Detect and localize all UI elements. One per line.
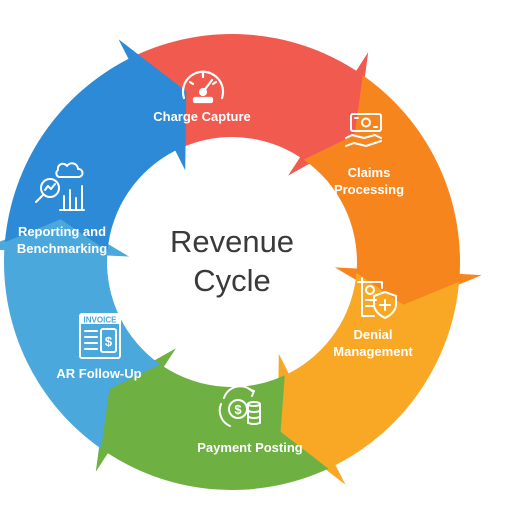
medical-document-shield-icon [357,277,397,319]
stage-label-claims-line1: Claims [348,165,391,180]
segment-charge-capture [135,34,369,176]
stage-label-denial-line1: Denial [353,327,392,342]
segment-payment-posting [95,348,329,490]
dollar-coins-cycle-icon: $ [218,385,261,427]
center-title-line2: Cycle [193,263,271,298]
center-title-line1: Revenue [170,224,294,259]
invoice-icon: INVOICE $ [79,313,121,359]
stage-denial-management: Denial Management [333,277,413,359]
stage-ar-follow-up: INVOICE $ AR Follow-Up [56,313,142,381]
stage-label-denial-line2: Management [333,344,413,359]
analytics-chart-magnifier-icon [35,162,85,211]
segment-claims-processing [303,75,482,308]
segment-denial-management [277,272,460,485]
stage-reporting-benchmarking: Reporting and Benchmarking [17,162,107,256]
stage-label-charge-capture: Charge Capture [153,109,251,124]
stage-claims-processing: Claims Processing [334,113,404,197]
svg-text:$: $ [234,402,242,417]
stage-label-ar-follow-up: AR Follow-Up [56,366,141,381]
svg-text:$: $ [105,334,113,349]
stage-label-reporting-line2: Benchmarking [17,241,107,256]
stage-charge-capture: Charge Capture [153,70,251,124]
cash-in-hand-icon [345,113,382,147]
stage-label-claims-line2: Processing [334,182,404,197]
segment-reporting-benchmarking [4,39,187,252]
stage-label-reporting-line1: Reporting and [18,224,106,239]
stage-label-payment-posting: Payment Posting [197,440,303,455]
cycle-segments [0,34,482,490]
stage-payment-posting: $ Payment Posting [197,385,303,455]
invoice-icon-text: INVOICE [84,316,118,325]
speedometer-icon [181,70,225,104]
